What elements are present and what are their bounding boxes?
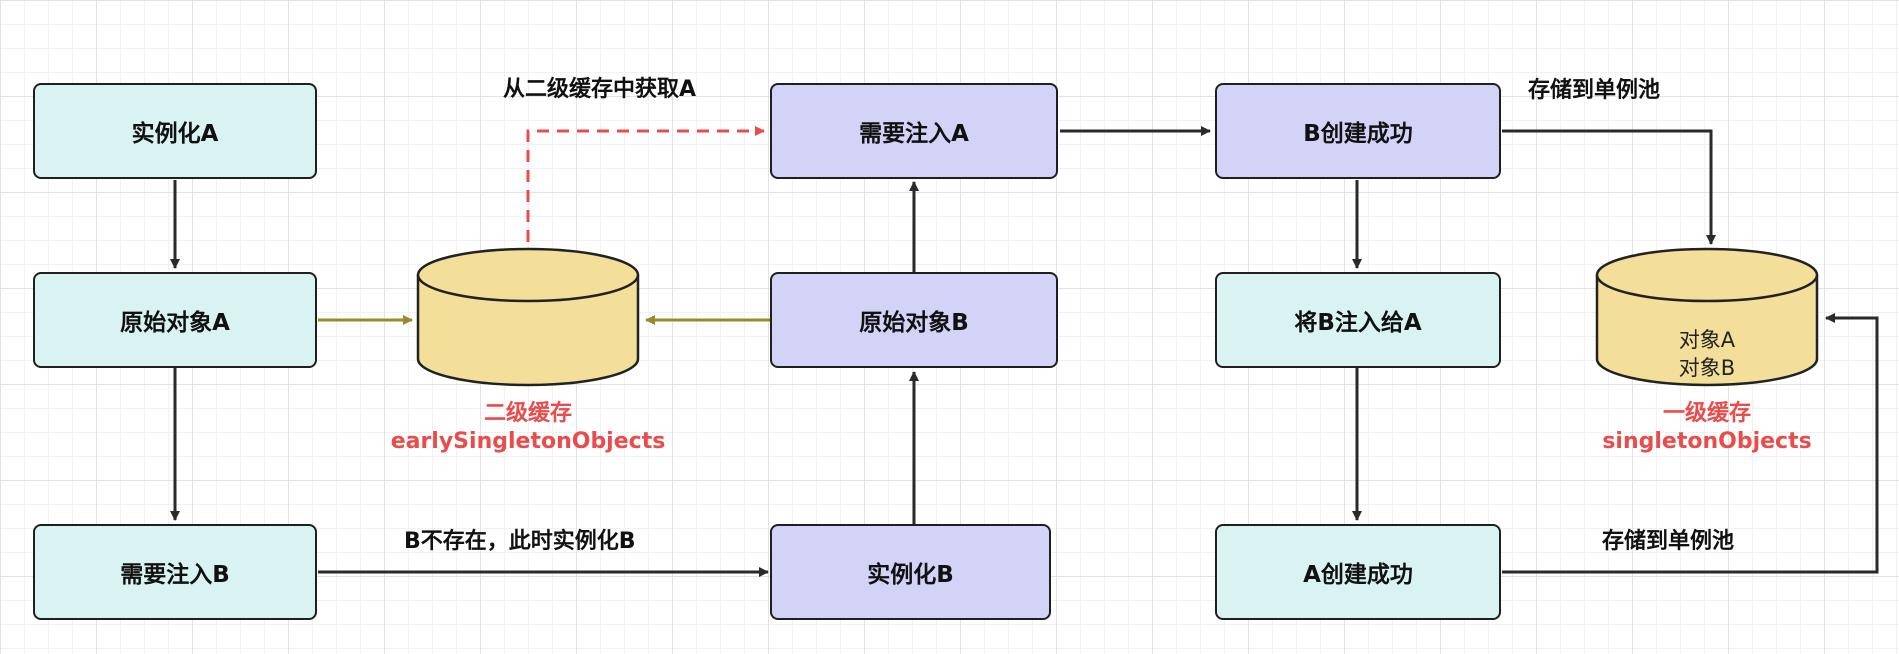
edge-a-done-to-first-cache (1502, 313, 1879, 574)
first-cache-cylinder (1595, 247, 1819, 387)
node-raw-object-b: 原始对象B (770, 272, 1058, 368)
first-cache-name: 一级缓存 (1662, 401, 1751, 426)
node-raw-object-a: 原始对象A (33, 272, 317, 368)
second-cache-name: 二级缓存 (483, 401, 572, 426)
node-inject-b-into-a: 将B注入给A (1215, 272, 1501, 368)
node-b-created: B创建成功 (1215, 83, 1501, 179)
second-cache-cylinder (416, 247, 640, 387)
node-a-created: A创建成功 (1215, 524, 1501, 620)
node-need-inject-b: 需要注入B (33, 524, 317, 620)
label-store-singleton-pool-bottom: 存储到单例池 (1602, 529, 1735, 554)
first-cache-item-a: 对象A (1678, 328, 1736, 352)
node-need-inject-a: 需要注入A (770, 83, 1058, 179)
second-cache-field: earlySingletonObjects (390, 429, 666, 454)
first-cache-field: singletonObjects (1602, 429, 1812, 454)
node-instantiate-b: 实例化B (770, 524, 1051, 620)
label-get-from-second-cache: 从二级缓存中获取A (503, 77, 697, 102)
label-b-not-exist: B不存在，此时实例化B (404, 529, 636, 554)
node-instantiate-a: 实例化A (33, 83, 317, 179)
edge-b-done-to-first-cache (1502, 129, 1716, 245)
first-cache-item-b: 对象B (1678, 356, 1736, 380)
label-store-singleton-pool-top: 存储到单例池 (1528, 78, 1661, 103)
edge-second-cache-to-need-a (526, 126, 765, 242)
